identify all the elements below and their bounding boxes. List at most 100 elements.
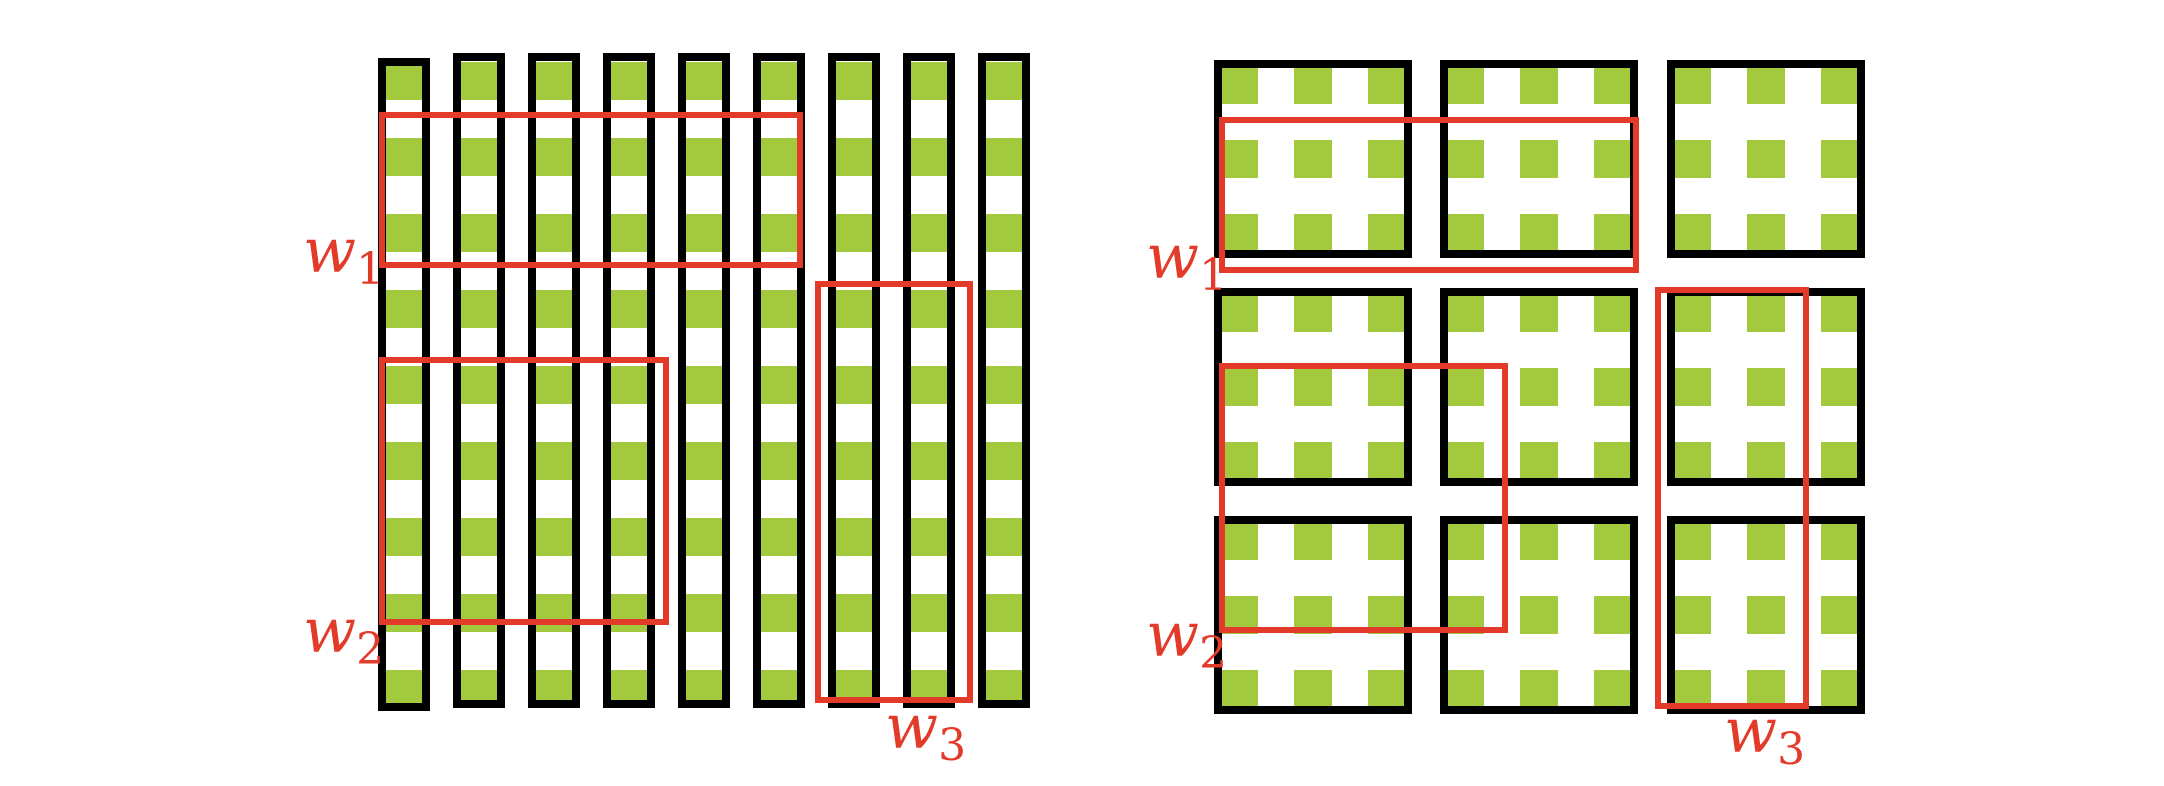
block-cell [1294,140,1332,178]
strip-cell [682,62,726,100]
block-cell [1446,368,1484,406]
block-cell [1520,522,1558,560]
strip-cell [757,290,801,328]
right-panel-block-partition: w1 w2 w3 [1146,60,1865,775]
block-cell [1294,522,1332,560]
block-cell [1520,596,1558,634]
strip-cell [382,138,426,176]
block-cell [1747,596,1785,634]
left-windows-layer: w1 w 2 w3 [303,112,973,771]
block-cell [1673,442,1711,480]
block-cell [1294,670,1332,708]
label-w3: w3 [885,690,966,771]
strip-cell [382,62,426,100]
strip-cell [682,442,726,480]
strip-cell [682,290,726,328]
strip-cell [757,442,801,480]
strip-cell [982,442,1026,480]
strip-frame [453,53,505,708]
block-cell [1673,596,1711,634]
block-frame [1440,516,1638,714]
block-cell [1594,214,1632,252]
block-cell [1747,214,1785,252]
block-cell [1673,368,1711,406]
strip-frame [678,53,730,708]
label-w2-sub: 2 [356,624,384,675]
strip-cell [682,366,726,404]
strip-frame [828,53,880,708]
block-cell [1368,66,1406,104]
strip-cell [832,366,876,404]
block-cell [1594,442,1632,480]
block-cell [1446,214,1484,252]
strip-cell [982,366,1026,404]
block-cell [1747,670,1785,708]
block-cell [1747,368,1785,406]
block-cell [1220,214,1258,252]
block-cell [1520,368,1558,406]
strip-cell [382,442,426,480]
block-cell [1368,522,1406,560]
block-cell [1747,294,1785,332]
block-cell [1446,140,1484,178]
block-cell [1821,670,1859,708]
right-windows-layer: w1 w2 w3 [1146,117,1809,775]
strip-cell [607,366,651,404]
block-cell [1594,140,1632,178]
block-cell [1821,140,1859,178]
block-frame [1214,288,1412,486]
strip-cell [382,594,426,632]
strip-frame [978,53,1030,708]
label-w3-sub: 3 [938,720,966,771]
label-w1: w1 [303,214,384,295]
strip-cell [532,518,576,556]
block-frame [1667,60,1865,258]
strip-cell [757,214,801,252]
label-w3-sub: 3 [1777,724,1805,775]
block-cell [1673,66,1711,104]
block-cell [1294,368,1332,406]
block-cell [1220,294,1258,332]
block-cell [1220,670,1258,708]
strip-cell [832,518,876,556]
strip-cell [457,594,501,632]
label-w3-name: w [885,690,938,763]
strip-cell [607,138,651,176]
strip-cell [832,138,876,176]
strip-cell [682,518,726,556]
block-cell [1821,214,1859,252]
block-cell [1821,522,1859,560]
block-cell [1220,140,1258,178]
strip-cell [607,290,651,328]
strip-cell [682,594,726,632]
strip-cell [532,442,576,480]
block-cell [1446,522,1484,560]
block-cell [1673,522,1711,560]
block-cell [1368,140,1406,178]
block-cell [1446,66,1484,104]
block-cell [1520,442,1558,480]
strip-cell [982,214,1026,252]
strip-cell [907,62,951,100]
right-cells-layer [1220,66,1859,708]
strip-cell [982,594,1026,632]
strip-cell [457,366,501,404]
strip-cell [907,214,951,252]
strip-cell [532,290,576,328]
strip-cell [457,138,501,176]
block-frame [1214,60,1412,258]
block-cell [1220,368,1258,406]
strip-cell [532,62,576,100]
block-cell [1294,214,1332,252]
strip-cell [457,214,501,252]
label-w2: w2 [1146,598,1227,679]
strip-cell [907,366,951,404]
block-cell [1220,66,1258,104]
strip-cell [832,214,876,252]
label-w2-name: w [1146,598,1199,671]
strip-cell [607,518,651,556]
strip-cell [682,138,726,176]
strip-cell [457,442,501,480]
strip-cell [907,594,951,632]
